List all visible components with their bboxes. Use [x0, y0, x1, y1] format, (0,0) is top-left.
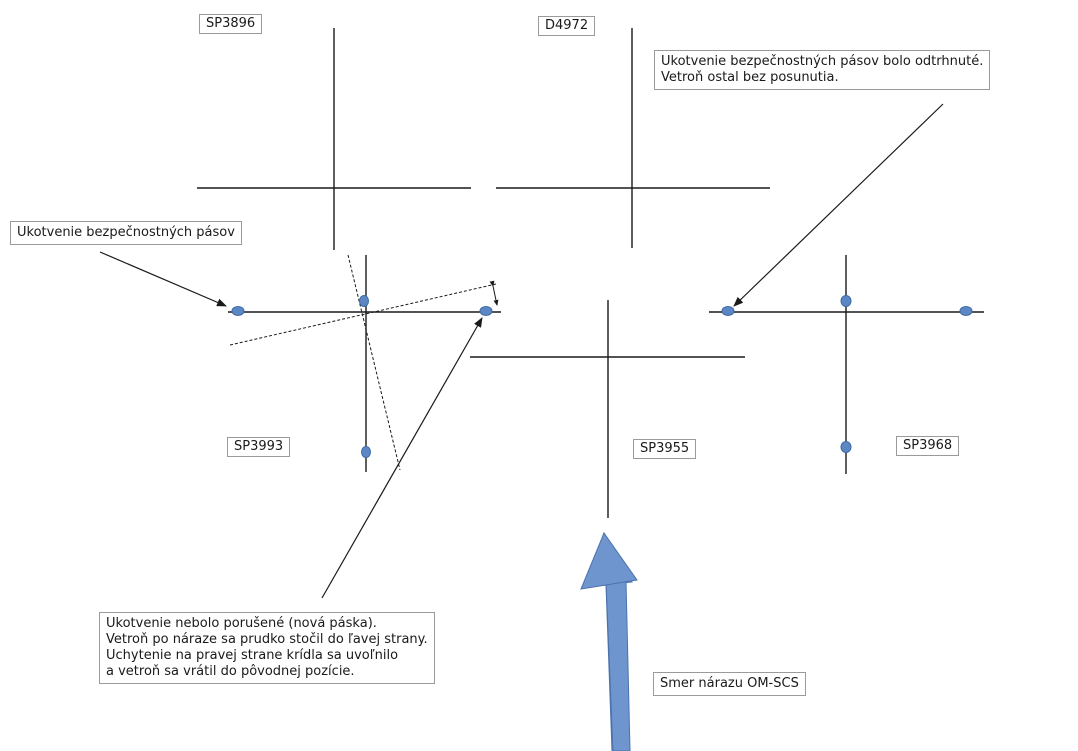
note-not-damaged-line1: Ukotvenie nebolo porušené (nová páska). [106, 616, 377, 631]
arrow-to-torn-anchor [733, 103, 944, 307]
label-sp3896: SP3896 [199, 14, 263, 34]
note-not-damaged-line4: a vetroň sa vrátil do pôvodnej pozície. [106, 664, 355, 679]
arrow-to-anchor-left [99, 251, 227, 307]
glider-d4972 [496, 28, 770, 248]
note-anchor-not-damaged: Ukotvenie nebolo porušené (nová páska). … [99, 612, 435, 684]
anchor-points [231, 295, 973, 458]
note-not-damaged-line2: Vetroň po náraze sa prudko stočil do ľav… [106, 632, 428, 647]
label-sp3955: SP3955 [633, 439, 697, 459]
note-impact-direction: Smer nárazu OM-SCS [653, 672, 806, 696]
note-anchor-torn-line2: Vetroň ostal bez posunutia. [661, 70, 839, 85]
note-anchor-points: Ukotvenie bezpečnostných pásov [10, 221, 242, 245]
anchor-point-sp3993-nose [359, 295, 369, 307]
anchor-point-sp3993-left-wing [231, 306, 245, 316]
rotated-wing-dashed [229, 283, 497, 346]
note-anchor-torn: Ukotvenie bezpečnostných pásov bolo odtr… [654, 50, 991, 90]
impact-direction-arrow-head [580, 531, 638, 590]
impact-direction-arrow-body [605, 580, 631, 751]
label-sp3993: SP3993 [227, 437, 291, 457]
callout-arrows [99, 103, 944, 599]
arrow-to-intact-anchor [321, 317, 483, 599]
label-d4972: D4972 [538, 16, 596, 36]
anchor-point-sp3968-nose [840, 295, 852, 307]
anchor-point-sp3968-tail [840, 441, 852, 453]
anchor-point-sp3968-left-wing [721, 306, 735, 316]
label-sp3968: SP3968 [896, 436, 960, 456]
glider-sp3993 [228, 254, 501, 472]
glider-sp3896 [197, 28, 471, 250]
glider-sp3955 [470, 300, 745, 518]
anchor-point-sp3993-tail [361, 446, 371, 458]
rotated-fuselage-dashed [347, 254, 401, 471]
glider-sp3968 [709, 255, 984, 474]
rotation-indicator-arrow [489, 280, 499, 306]
note-anchor-torn-line1: Ukotvenie bezpečnostných pásov bolo odtr… [661, 54, 984, 69]
note-not-damaged-line3: Uchytenie na pravej strane krídla sa uvo… [106, 648, 399, 663]
anchor-point-sp3993-right-wing [479, 306, 493, 316]
anchor-point-sp3968-right-wing [959, 306, 973, 316]
